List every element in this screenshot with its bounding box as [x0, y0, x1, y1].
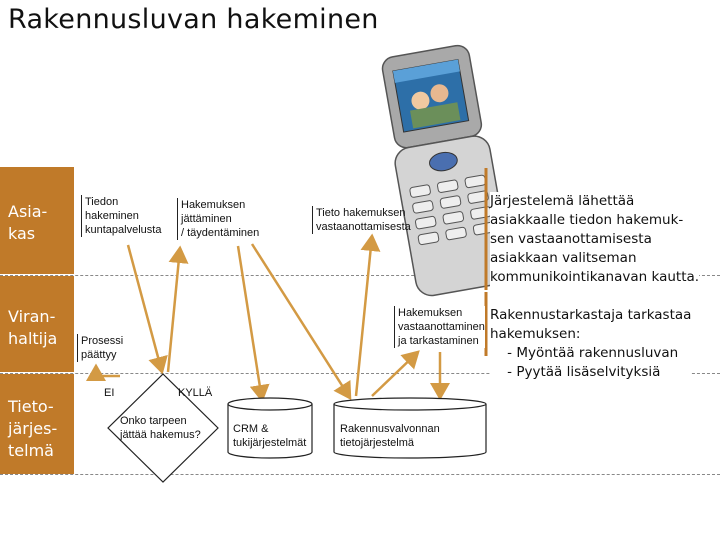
step-hakemuksen-jattaminen: Hakemuksen jättäminen / täydentäminen: [177, 198, 259, 240]
arrow-decision-to-end: [86, 363, 120, 381]
decision-label: Onko tarpeen jättää hakemus?: [120, 415, 201, 441]
lane-separator: [0, 474, 720, 475]
lane-customer-label: Asia- kas: [0, 167, 74, 274]
step-vastaanottaminen-tarkastaminen: Hakemuksen vastaanottaminen ja tarkastam…: [394, 306, 485, 348]
db-crm-label: CRM & tukijärjestelmät: [233, 423, 307, 449]
decision-no-label: EI: [104, 387, 115, 399]
page-title: Rakennusluvan hakeminen: [8, 4, 379, 35]
arrow-decision-to-s2: [166, 245, 189, 373]
step-tieto-vastaanottamisesta: Tieto hakemuksen vastaanottamisesta: [312, 206, 411, 234]
arrow-s1-to-decision: [126, 244, 168, 375]
lane-separator: [0, 275, 720, 276]
arrow-db2-to-s4: [371, 350, 420, 397]
db-rakennusvalvonta-cylinder: [333, 397, 487, 459]
decision-diamond: [107, 373, 219, 483]
lane-official-label: Viran- haltija: [0, 276, 74, 372]
decision-yes-label: KYLLÄ: [178, 387, 213, 399]
db-crm-cylinder: [227, 397, 313, 459]
arrow-s2-to-db1: [236, 245, 270, 403]
arrow-db2-to-s3: [354, 233, 381, 397]
phone-icon: [381, 44, 512, 297]
db-rakennusvalvonta-label: Rakennusvalvonnan tietojärjestelmä: [340, 423, 440, 449]
step-tiedon-hakeminen: Tiedon hakeminen kuntapalvelusta: [81, 195, 161, 237]
callout-inspector-review: Rakennustarkastaja tarkastaa hakemuksen:…: [490, 306, 692, 382]
lane-separator: [0, 373, 720, 374]
arrow-s2-to-db2: [250, 243, 352, 401]
callout-system-notification: Järjestelemä lähettää asiakkaalle tiedon…: [490, 192, 700, 287]
lane-system-label: Tieto- järjes- telmä: [0, 374, 74, 474]
step-prosessi-paattyy: Prosessi päättyy: [77, 334, 123, 362]
